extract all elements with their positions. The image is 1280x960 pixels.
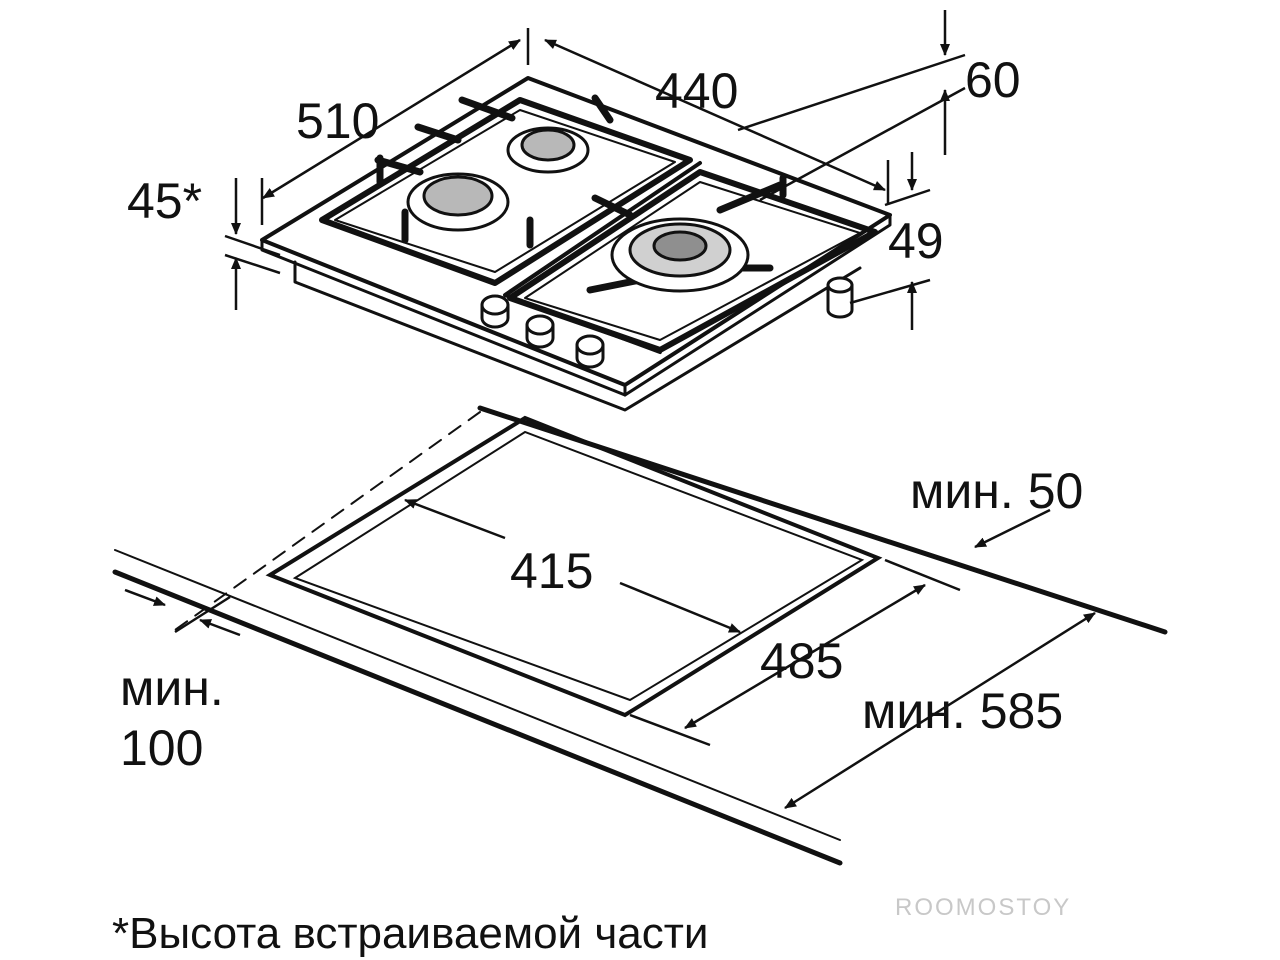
label-height-60: 60 <box>965 52 1021 108</box>
label-height-49: 49 <box>888 213 944 269</box>
footnote: *Высота встраиваемой части <box>112 909 708 958</box>
worktop-drawing <box>112 405 1168 866</box>
burner-front-left <box>406 172 510 232</box>
burner-rear-left <box>506 126 590 174</box>
cutout-outline <box>265 415 883 718</box>
hob-dimension-lines <box>224 10 966 330</box>
label-builtin-45: 45* <box>127 173 202 229</box>
right-grate-frame <box>507 169 878 353</box>
label-min-100-line2: 100 <box>120 720 203 776</box>
cutout-inner <box>292 430 865 702</box>
gas-connector <box>826 276 854 319</box>
worktop-front-edge-lower <box>114 549 841 841</box>
label-cutout-485: 485 <box>760 633 843 689</box>
cutout-dimension-lines <box>124 498 1096 810</box>
label-min-50: мин. 50 <box>910 463 1083 519</box>
label-width-510: 510 <box>296 93 379 149</box>
hob-front-edge <box>260 238 627 397</box>
right-grate-frame-inner <box>524 181 861 341</box>
burner-wok <box>610 217 750 293</box>
hob-side-edge <box>623 213 892 397</box>
label-min-585: мин. 585 <box>862 683 1063 739</box>
worktop-front-edge <box>112 569 843 866</box>
hob-underbody <box>293 260 862 412</box>
hob-divider-inner <box>499 169 691 301</box>
control-knobs <box>480 294 605 369</box>
label-min-100-line1: мин. <box>120 660 224 716</box>
label-cutout-415: 415 <box>510 543 593 599</box>
watermark: ROOMOSTOY <box>895 894 1071 921</box>
label-depth-440: 440 <box>655 63 738 119</box>
